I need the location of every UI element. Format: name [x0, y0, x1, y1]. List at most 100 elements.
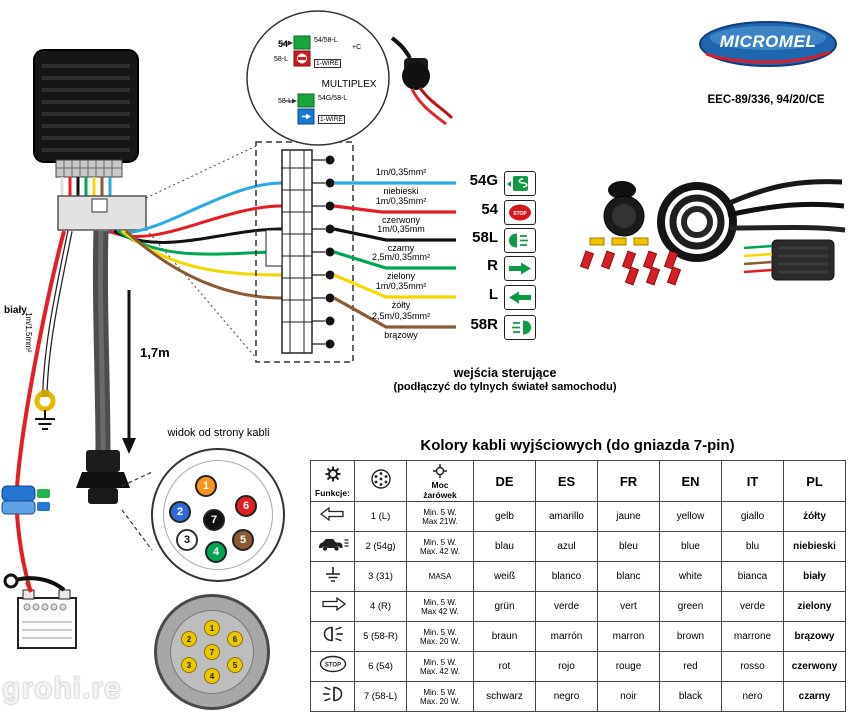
brand-name: MICROMEL	[719, 32, 817, 51]
plug-pin-1: 1	[195, 475, 217, 497]
funkcje-header: Funkcje:	[310, 460, 355, 502]
callout-plus-c-label: +C	[352, 44, 362, 51]
lang-header-es: ES	[535, 460, 598, 502]
arrow-left-icon	[504, 285, 536, 310]
svg-text:STOP: STOP	[513, 211, 527, 217]
pin-cell: 3 (31)	[354, 561, 407, 592]
car-side-lights-icon	[318, 539, 348, 551]
socket-pin-5: 5	[227, 657, 243, 673]
moc-cell: Min. 5 W. Max. 42 W.	[406, 651, 474, 682]
brand-logo: MICROMEL	[698, 20, 838, 68]
multiplex-callout-drawing	[246, 10, 390, 146]
plug-pin-5: 5	[232, 529, 254, 551]
table-row: STOP 6 (54) Min. 5 W. Max. 42 W. rot roj…	[310, 651, 846, 682]
stop-light-icon: STOP	[504, 200, 536, 225]
rear-fog-light-icon	[323, 626, 343, 642]
socket-pin-2: 2	[181, 631, 197, 647]
inputs-caption-line1: wejścia sterujące	[453, 366, 557, 380]
lang-header-fr: FR	[597, 460, 660, 502]
main-cable-drawing	[76, 230, 153, 551]
callout-1wire-bottom: 1-WIRE	[318, 115, 345, 125]
turn-right-icon	[321, 596, 346, 612]
turn-left-icon	[319, 506, 344, 522]
table-row: 5 (58-R) Min. 5 W. Max. 20 W. braun marr…	[310, 621, 846, 652]
callout-54-58l-label: 54/58-L	[314, 37, 338, 44]
moc-cell: Min. 5 W. Max. 20 W.	[406, 681, 474, 712]
plug-pin-2: 2	[169, 501, 191, 523]
ground-icon	[325, 567, 340, 582]
signal-label-54g: 54G	[469, 172, 498, 189]
wire-color-name: czarny	[387, 243, 415, 253]
connector-view-label: widok od strony kabli	[167, 427, 270, 439]
socket-pin-3: 3	[181, 657, 197, 673]
input-connector-block	[255, 141, 354, 363]
table-row: 7 (58-L) Min. 5 W. Max. 20 W. schwarz ne…	[310, 681, 846, 712]
pin-cell: 1 (L)	[354, 501, 407, 532]
signal-label-58r: 58R	[470, 316, 498, 333]
moc-cell: Min. 5 W. Max. 42 W.	[406, 531, 474, 562]
socket-pin-7: 7	[204, 644, 220, 660]
power-wire-drawing	[1, 230, 66, 594]
table-header-row: Funkcje: Moc żarówek DE ES FR EN IT PL	[310, 460, 846, 502]
plug-pin-4: 4	[205, 541, 227, 563]
plug-face-inner-circle	[163, 460, 273, 570]
white-wire-label: biały	[4, 305, 27, 316]
pin-cell: 7 (58-L)	[354, 681, 407, 712]
wire-color-name: czerwony	[381, 215, 420, 225]
pin-cell: 2 (54g)	[354, 531, 407, 562]
wire-spec: 2,5m/0,35mm²	[371, 311, 431, 321]
signal-label-58l: 58L	[472, 229, 498, 246]
table-row: 2 (54g) Min. 5 W. Max. 42 W. blau azul b…	[310, 531, 846, 562]
plug-pin-7: 7	[203, 509, 225, 531]
wire-spec: 2,5m/0,35mm²	[371, 252, 431, 262]
lang-header-de: DE	[473, 460, 536, 502]
socket-pin-1: 1	[204, 620, 220, 636]
battery-drawing	[3, 573, 77, 649]
ignition-feed-icon	[504, 171, 536, 196]
socket-pin-6: 6	[227, 631, 243, 647]
tail-light-left-icon	[504, 228, 536, 253]
svg-text:STOP: STOP	[324, 663, 340, 669]
callout-1wire-top: 1-WIRE	[314, 59, 341, 69]
moc-header: Moc żarówek	[406, 460, 474, 502]
harness-plate-drawing	[57, 145, 257, 359]
seven-pin-icon	[370, 468, 391, 489]
watermark: grohi.re	[2, 672, 122, 705]
pin-cell: 6 (54)	[354, 651, 407, 682]
lang-header-en: EN	[659, 460, 722, 502]
plug-pin-3: 3	[176, 529, 198, 551]
lang-header-pl: PL	[783, 460, 846, 502]
moc-cell: MASA	[406, 561, 474, 592]
table-row: 3 (31) MASA weiß blanco blanc white bian…	[310, 561, 846, 592]
wire-spec: 1m/0,35mm²	[375, 281, 427, 291]
table-row: 1 (L) Min. 5 W. Max 21W. gelb amarillo j…	[310, 501, 846, 532]
table-row: 4 (R) Min. 5 W. Max 42 W. grün verde ver…	[310, 591, 846, 622]
control-module-drawing	[33, 49, 139, 178]
pin-number-header	[354, 460, 407, 502]
signal-label-r: R	[487, 257, 498, 274]
cable-colors-table: Funkcje: Moc żarówek DE ES FR EN IT PL	[310, 460, 846, 712]
multiplex-label: MULTIPLEX	[321, 79, 377, 90]
stop-light-row-icon: STOP	[319, 655, 346, 673]
certification-text: EEC-89/336, 94/20/CE	[707, 94, 825, 106]
pin-cell: 4 (R)	[354, 591, 407, 622]
tail-light-row-icon	[322, 686, 342, 702]
fuse-holder-photo	[390, 36, 454, 126]
wire-color-name: niebieski	[383, 186, 419, 196]
moc-cell: Min. 5 W. Max 21W.	[406, 501, 474, 532]
moc-cell: Min. 5 W. Max 42 W.	[406, 591, 474, 622]
wire-color-name: brązowy	[384, 330, 418, 340]
white-wire-spec: 1m/1,5mm²	[24, 312, 33, 353]
ground-wire-drawing	[34, 230, 73, 430]
signal-label-54: 54	[481, 201, 498, 218]
wire-spec: 1m/0,35mm²	[375, 167, 427, 177]
pin-cell: 5 (58-R)	[354, 621, 407, 652]
socket-pin-4: 4	[204, 668, 220, 684]
wire-spec: 1m/0,35mm	[377, 224, 425, 234]
inputs-caption-line2: (podłączyć do tylnych świateł samochodu)	[393, 381, 617, 393]
moc-cell: Min. 5 W. Max. 20 W.	[406, 621, 474, 652]
lang-header-it: IT	[721, 460, 784, 502]
callout-54g-58l-label: 54G/58-L	[318, 95, 348, 102]
callout-58l-top-label: 58-L	[273, 56, 288, 63]
